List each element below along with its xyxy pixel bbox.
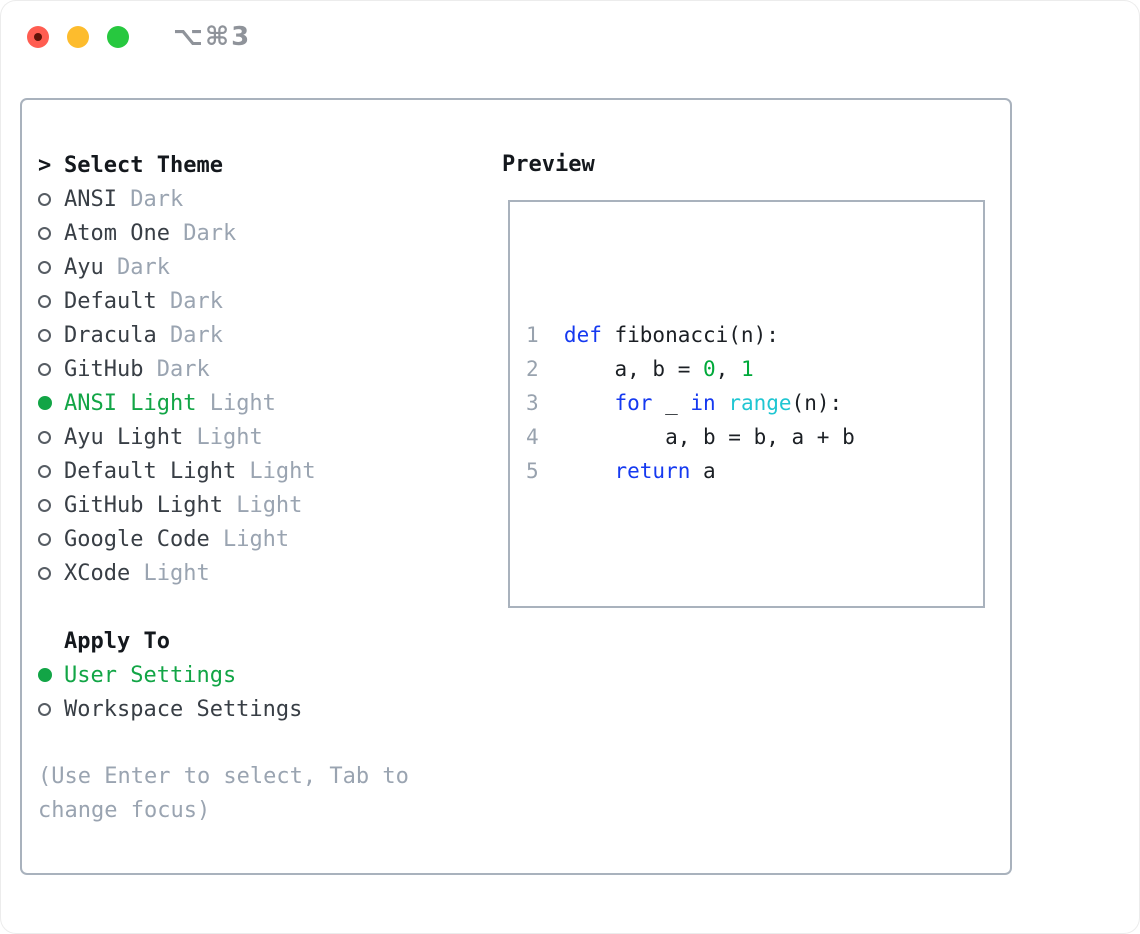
radio-icon: [38, 532, 51, 546]
spacer: [38, 590, 488, 624]
radio-icon: [38, 260, 51, 274]
theme-option-default-light[interactable]: Default Light Light: [38, 454, 488, 488]
theme-option-ayu-light[interactable]: Ayu Light Light: [38, 420, 488, 454]
radio-icon: [38, 362, 51, 376]
theme-variant-badge: Light: [183, 424, 263, 450]
line-number: 5: [526, 459, 539, 483]
radio-icon: [38, 294, 51, 308]
radio-icon: [38, 192, 51, 206]
code-line: 4 a, b = b, a + b: [526, 420, 983, 454]
theme-name: GitHub Light: [64, 492, 223, 518]
radio-icon: [38, 464, 51, 478]
theme-variant-badge: Light: [130, 560, 210, 586]
apply-to-label: Apply To: [64, 628, 170, 654]
theme-variant-badge: Dark: [116, 186, 184, 212]
theme-name: ANSI: [64, 186, 117, 212]
spacer: [38, 726, 488, 760]
line-number: 3: [526, 391, 539, 415]
select-theme-label: Select Theme: [64, 152, 223, 178]
theme-name: Default Light: [64, 458, 237, 484]
line-number: 1: [526, 323, 539, 347]
line-number: 4: [526, 425, 539, 449]
theme-name: GitHub: [64, 356, 144, 382]
help-text-line-2: change focus): [38, 798, 211, 823]
theme-option-google-code[interactable]: Google Code Light: [38, 522, 488, 556]
select-theme-header: > Select Theme: [38, 148, 488, 182]
theme-option-xcode[interactable]: XCode Light: [38, 556, 488, 590]
apply-option-workspace-settings[interactable]: Workspace Settings: [38, 692, 488, 726]
minimize-button[interactable]: [67, 26, 89, 48]
theme-name: Atom One: [64, 220, 170, 246]
theme-variant-badge: Light: [222, 492, 303, 518]
apply-option-user-settings[interactable]: User Settings: [38, 658, 488, 692]
theme-option-github[interactable]: GitHub Dark: [38, 352, 488, 386]
close-dot-icon: [34, 33, 42, 41]
window-title: ⌥⌘3: [173, 22, 252, 52]
radio-selected-icon: [38, 396, 52, 410]
radio-selected-icon: [38, 668, 52, 682]
radio-icon: [38, 328, 51, 342]
line-number: 2: [526, 357, 539, 381]
theme-option-ayu[interactable]: Ayu Dark: [38, 250, 488, 284]
code-line: 3 for _ in range(n):: [526, 386, 983, 420]
theme-name: XCode: [64, 560, 131, 586]
theme-option-dracula[interactable]: Dracula Dark: [38, 318, 488, 352]
theme-variant-badge: Light: [209, 526, 290, 552]
radio-icon: [38, 702, 51, 716]
theme-option-default[interactable]: Default Dark: [38, 284, 488, 318]
theme-name: Dracula: [64, 322, 157, 348]
radio-icon: [38, 566, 51, 580]
theme-variant-badge: Dark: [169, 220, 237, 246]
help-text-line-1: (Use Enter to select, Tab to: [38, 764, 409, 789]
apply-name: Workspace Settings: [64, 696, 303, 722]
preview-header: Preview: [502, 152, 595, 177]
titlebar: ⌥⌘3: [0, 0, 251, 74]
theme-variant-badge: Light: [196, 390, 276, 416]
code-line: 5 return a: [526, 454, 983, 488]
theme-name: Default: [64, 288, 157, 314]
theme-variant-badge: Dark: [156, 322, 223, 348]
radio-icon: [38, 430, 51, 444]
theme-variant-badge: Light: [236, 458, 316, 484]
focus-caret-icon: >: [38, 152, 52, 178]
theme-option-ansi[interactable]: ANSI Dark: [38, 182, 488, 216]
theme-variant-badge: Dark: [156, 288, 223, 314]
close-button[interactable]: [27, 26, 49, 48]
theme-option-github-light[interactable]: GitHub Light Light: [38, 488, 488, 522]
apply-name: User Settings: [64, 662, 237, 688]
theme-variant-badge: Dark: [103, 254, 170, 280]
radio-icon: [38, 226, 51, 240]
spacer: [526, 556, 983, 590]
theme-name: Ayu: [64, 254, 104, 280]
theme-variant-badge: Dark: [143, 356, 210, 382]
theme-name: Ayu Light: [64, 424, 184, 450]
theme-name: Google Code: [64, 526, 210, 552]
apply-to-header: Apply To: [38, 624, 488, 658]
theme-option-ansi-light[interactable]: ANSI Light Light: [38, 386, 488, 420]
theme-option-atom-one[interactable]: Atom One Dark: [38, 216, 488, 250]
theme-name: ANSI Light: [64, 390, 197, 416]
code-line: 2 a, b = 0, 1: [526, 352, 983, 386]
radio-icon: [38, 498, 51, 512]
maximize-button[interactable]: [107, 26, 129, 48]
